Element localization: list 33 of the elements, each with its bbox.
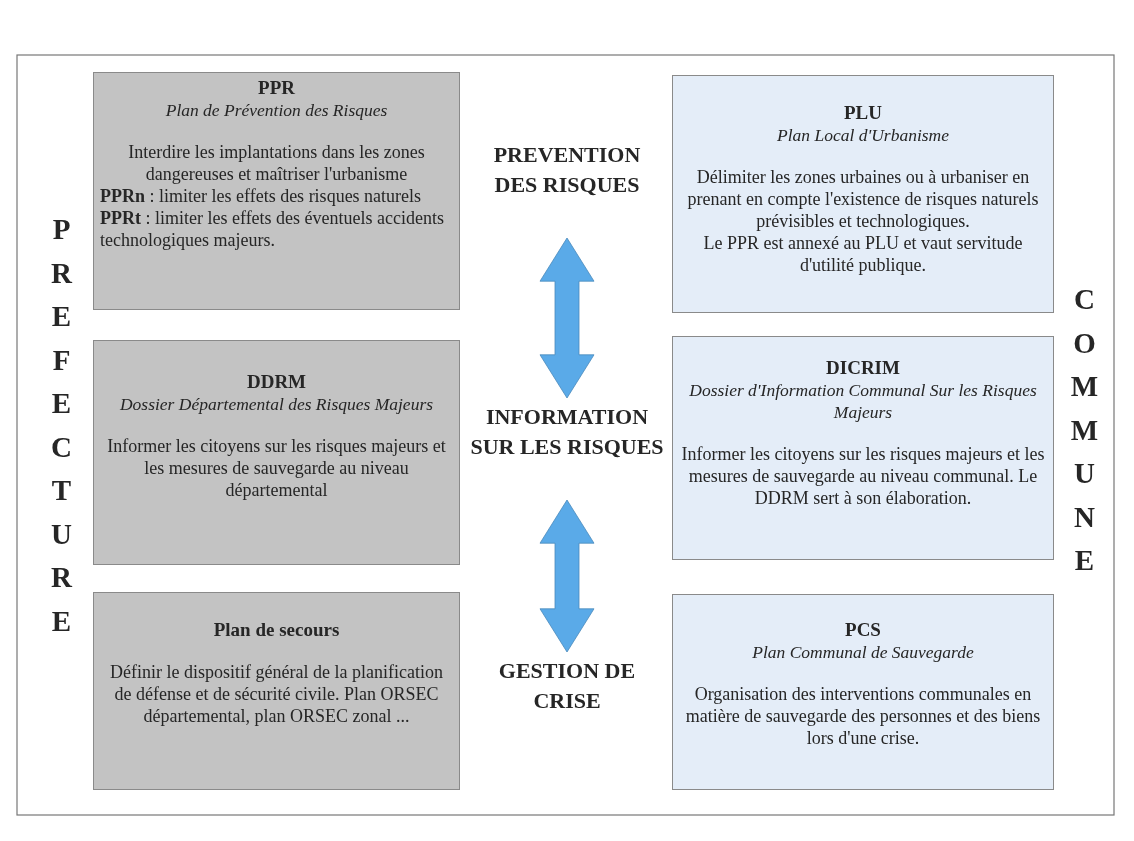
card-subtitle: Plan de Prévention des Risques: [165, 99, 388, 121]
side-label: COMMUNE: [1070, 282, 1099, 578]
card-subtitle: Dossier d'Information Communal Sur les Risques Majeurs: [688, 379, 1038, 423]
plan-card: [672, 336, 1054, 560]
double-arrow: [539, 237, 595, 399]
card-description: Délimiter les zones urbaines ou à urbaniser en prenant en compte l'existence de risques naturels prévisibles et technologiques.: [686, 166, 1040, 232]
card-title: PLU: [844, 102, 882, 124]
plan-card: [93, 72, 460, 310]
section-heading: PREVENTION DES RISQUES: [492, 141, 642, 199]
card-description: Définir le dispositif général de la planification de défense et de sécurité civile. Plan ORSEC départemental, plan ORSEC zonal ...: [109, 661, 444, 727]
card-subtitle: Dossier Départemental des Risques Majeurs: [120, 393, 433, 415]
card-title: DICRIM: [826, 357, 900, 379]
card-subtitle: Plan Communal de Sauvegarde: [752, 641, 974, 663]
card-description: Informer les citoyens sur les risques majeurs et les mesures de sauvegarde au niveau départemental: [106, 435, 447, 501]
side-label: PREFECTURE: [50, 212, 74, 639]
plan-card: [672, 75, 1054, 313]
card-description: PPRn : limiter les effets des risques naturels: [100, 185, 422, 207]
card-description: PPRt : limiter les effets des éventuels accidents technologiques majeurs.: [100, 207, 446, 251]
plan-card: [93, 340, 460, 565]
plan-card: [672, 594, 1054, 790]
card-description: Organisation des interventions communales en matière de sauvegarde des personnes et des biens lors d'une crise.: [684, 683, 1042, 749]
double-arrow: [539, 499, 595, 653]
card-subtitle: Plan Local d'Urbanisme: [777, 124, 949, 146]
card-title: PCS: [845, 619, 881, 641]
card-title: Plan de secours: [213, 619, 340, 641]
card-title: DDRM: [246, 371, 307, 393]
section-heading: GESTION DE CRISE: [497, 657, 637, 715]
card-description: Le PPR est annexé au PLU et vaut servitude d'utilité publique.: [702, 232, 1024, 276]
plan-card: [93, 592, 460, 790]
card-title: PPR: [258, 77, 295, 99]
card-description: Interdire les implantations dans les zones dangereuses et maîtriser l'urbanisme: [127, 141, 426, 185]
card-description: Informer les citoyens sur les risques majeurs et les mesures de sauvegarde au niveau communal. Le DDRM sert à son élaboration.: [680, 443, 1046, 509]
section-heading: INFORMATION SUR LES RISQUES: [469, 403, 665, 461]
